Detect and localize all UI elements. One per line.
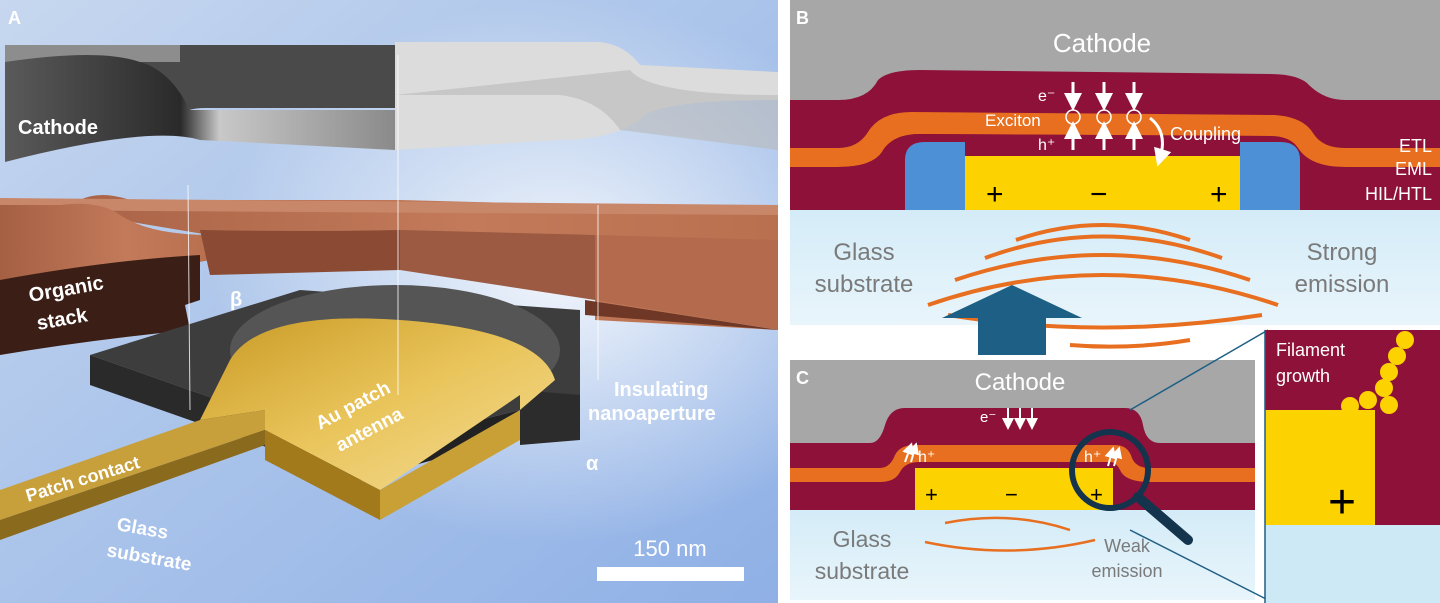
panel-b-eml-label: EML bbox=[1395, 159, 1432, 179]
panel-b-cathode-label: Cathode bbox=[1053, 28, 1151, 58]
panel-c-carrier-arrows bbox=[902, 408, 1123, 467]
panel-c-hole-left-label: h⁺ bbox=[918, 449, 935, 466]
scale-bar-label: 150 nm bbox=[633, 536, 706, 561]
panel-b-up-arrow bbox=[942, 285, 1082, 355]
panel-c-glass-label-2: substrate bbox=[815, 558, 910, 584]
panel-b-eml bbox=[790, 112, 1440, 167]
panel-b-strong-label-2: emission bbox=[1295, 271, 1390, 298]
panel-b-exciton-label: Exciton bbox=[985, 111, 1041, 130]
inset-zoom: Filament growth + bbox=[1264, 330, 1440, 603]
inset-filament-label-2: growth bbox=[1276, 366, 1330, 386]
panel-b-hole-label: h⁺ bbox=[1038, 137, 1055, 154]
panel-b-emission-arcs bbox=[927, 223, 1279, 349]
panel-c-minus: − bbox=[1005, 482, 1018, 507]
au-patch-antenna bbox=[200, 318, 555, 520]
panel-b-plus-left: + bbox=[986, 178, 1004, 211]
organic-stack bbox=[0, 195, 778, 355]
patch-contact bbox=[0, 410, 265, 540]
panel-b-antenna bbox=[965, 156, 1240, 210]
panel-c-glass bbox=[790, 510, 1255, 600]
panel-b-letter: B bbox=[796, 8, 809, 28]
magnifier-icon bbox=[1069, 429, 1193, 545]
panel-b-coupling-label: Coupling bbox=[1170, 124, 1241, 144]
label-insulating-2: nanoaperture bbox=[588, 403, 716, 425]
inset-plus: + bbox=[1328, 476, 1356, 529]
panel-c-cathode-label: Cathode bbox=[975, 369, 1066, 396]
panel-c-weak-label-2: emission bbox=[1091, 561, 1162, 581]
panel-c-electron-label: e⁻ bbox=[980, 409, 996, 426]
inset-filament-label-1: Filament bbox=[1276, 340, 1345, 360]
panel-b-plus-right: + bbox=[1210, 178, 1228, 211]
scale-bar bbox=[597, 567, 744, 581]
panel-b-htl-right bbox=[1240, 142, 1300, 210]
panel-b-htl-left bbox=[905, 142, 965, 210]
panel-a-letter: A bbox=[8, 8, 21, 28]
panel-c-plus-right: + bbox=[1090, 482, 1103, 507]
panel-c-emission-arcs bbox=[924, 516, 1096, 552]
cathode-slab bbox=[5, 42, 778, 162]
panel-b-etl-label: ETL bbox=[1399, 136, 1432, 156]
filament-beads bbox=[1341, 331, 1414, 415]
panel-c-weak-label-1: Weak bbox=[1104, 536, 1151, 556]
panel-b-carrier-arrows bbox=[1064, 82, 1172, 167]
label-insulating-1: Insulating bbox=[614, 379, 708, 401]
panel-b-strong-label-1: Strong bbox=[1307, 239, 1378, 266]
panel-c: + − + C Cathode e⁻ h⁺ h⁺ Glass s bbox=[790, 329, 1269, 601]
panel-b-htl-label: HIL/HTL bbox=[1365, 184, 1432, 204]
panel-c-hole-right-label: h⁺ bbox=[1084, 449, 1101, 466]
panel-c-plus-left: + bbox=[925, 482, 938, 507]
panel-b-glass-label-1: Glass bbox=[833, 239, 894, 266]
panel-b: + − + B Cathode bbox=[790, 0, 1440, 355]
label-beta: β bbox=[230, 289, 242, 311]
label-alpha: α bbox=[586, 453, 599, 475]
panel-b-glass-label-2: substrate bbox=[815, 271, 914, 298]
panel-b-excitons bbox=[1065, 109, 1142, 125]
panel-b-electron-label: e⁻ bbox=[1038, 88, 1055, 105]
label-cathode: Cathode bbox=[18, 117, 98, 139]
panel-c-glass-label-1: Glass bbox=[833, 526, 892, 552]
panel-c-letter: C bbox=[796, 368, 809, 388]
panel-a: A Cathode Organic stack β Au patch anten… bbox=[0, 0, 778, 603]
panel-b-minus: − bbox=[1090, 178, 1108, 211]
panel-b-glass bbox=[790, 210, 1440, 325]
